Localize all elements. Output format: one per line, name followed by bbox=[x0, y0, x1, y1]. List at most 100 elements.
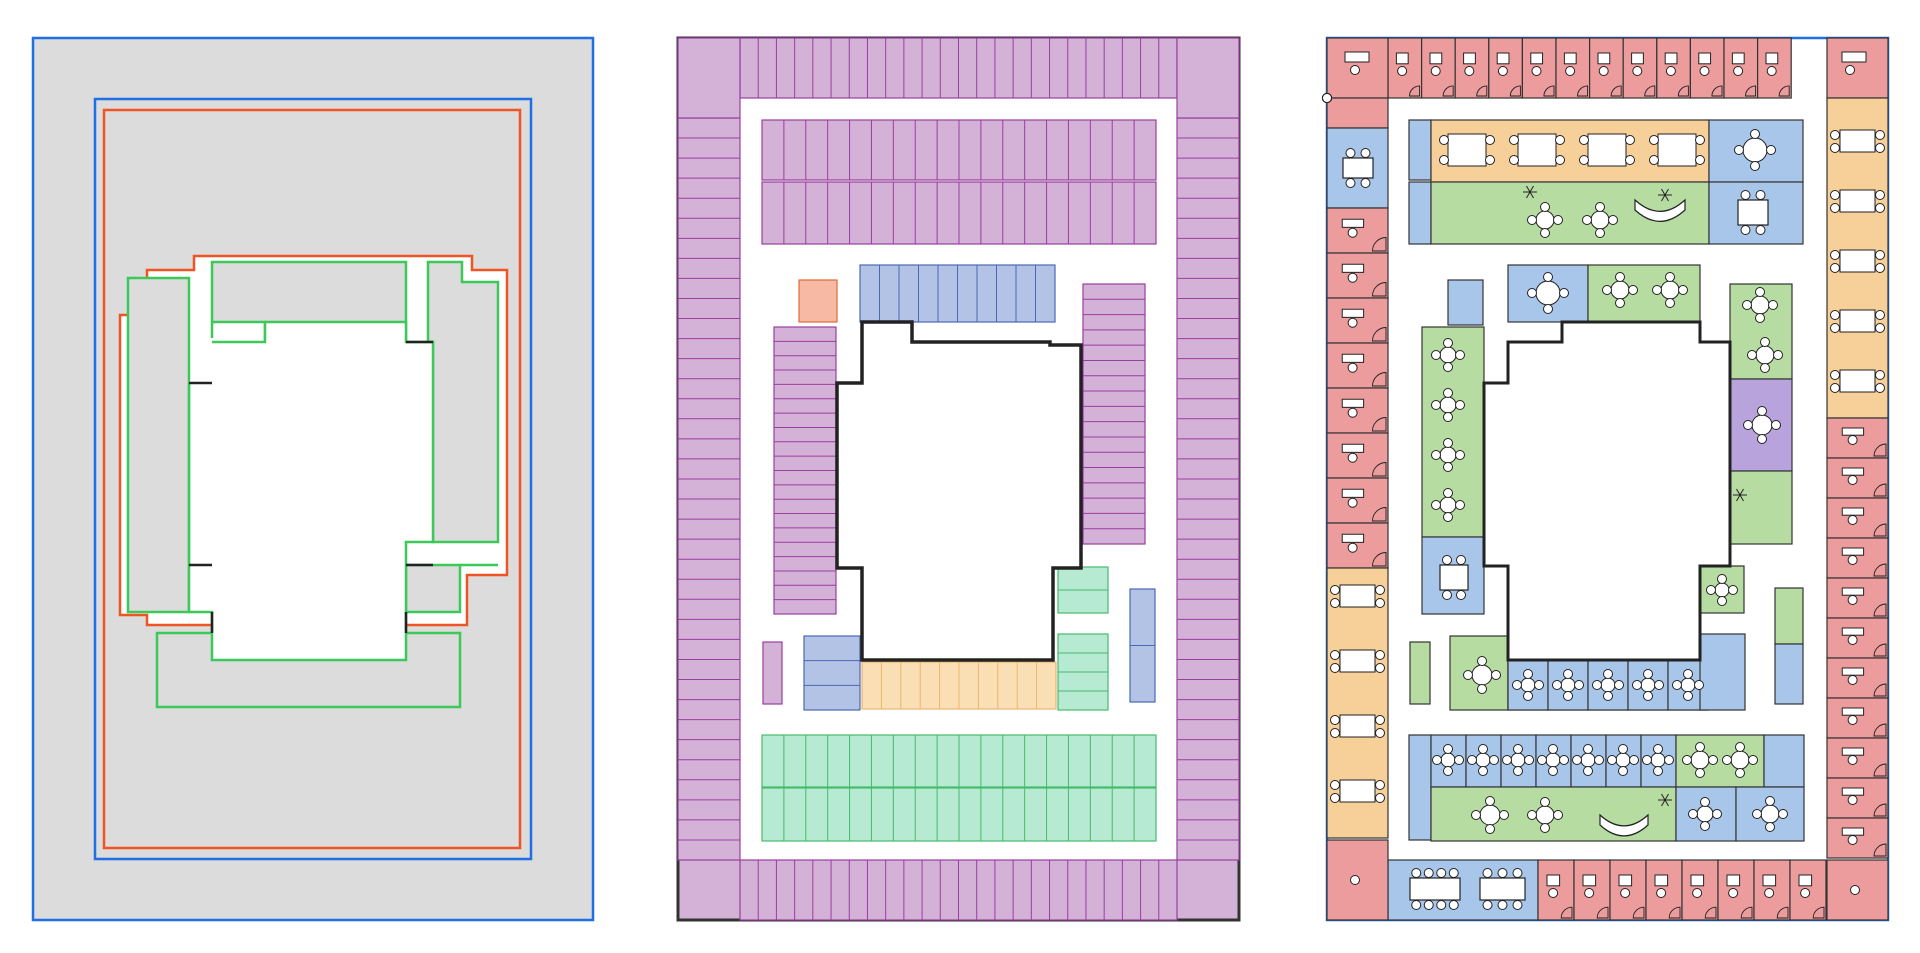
desk-chair-icon bbox=[1695, 135, 1705, 145]
desk-icon bbox=[1726, 874, 1741, 887]
door-swing-icon bbox=[1372, 507, 1387, 522]
desk-chair-icon bbox=[1555, 155, 1565, 165]
office-north bbox=[1723, 37, 1759, 99]
desk-chair-icon bbox=[1330, 793, 1340, 803]
door-arc bbox=[1873, 843, 1887, 857]
desk-chair-icon bbox=[1830, 263, 1840, 273]
desk-chair-icon bbox=[1653, 766, 1663, 776]
desk-chair-icon bbox=[1875, 310, 1885, 320]
narrow-lounge-west bbox=[1409, 641, 1431, 705]
desk-chair-icon bbox=[1757, 434, 1767, 444]
desk-icon bbox=[1765, 52, 1779, 65]
desk-chair-icon bbox=[1712, 809, 1722, 819]
desk-icon bbox=[1618, 874, 1633, 887]
door-swing-icon bbox=[1778, 85, 1790, 97]
desk-chair-icon bbox=[1540, 202, 1550, 212]
office-corner-ne bbox=[1826, 37, 1889, 99]
office-east bbox=[1826, 537, 1889, 579]
phone-room-east bbox=[1774, 643, 1804, 705]
desk-chair-icon bbox=[1330, 663, 1340, 673]
desk-icon bbox=[1690, 874, 1705, 887]
plant-icon bbox=[1733, 488, 1747, 502]
desk-chair-icon bbox=[1347, 362, 1358, 373]
desk-chair-icon bbox=[1485, 824, 1495, 834]
desk-chair-icon bbox=[1531, 66, 1542, 76]
desk-chair-icon bbox=[1830, 250, 1840, 260]
desk-chair-icon bbox=[1524, 755, 1534, 765]
desk-chair-icon bbox=[1540, 823, 1550, 833]
door-arc bbox=[1668, 906, 1681, 919]
desk-chair-icon bbox=[1717, 596, 1727, 606]
desk-chair-icon bbox=[1847, 595, 1858, 605]
door-arc bbox=[1677, 85, 1689, 97]
desk-chair-icon bbox=[1443, 512, 1453, 522]
desk-chair-icon bbox=[1688, 809, 1698, 819]
zone-southeast bbox=[404, 563, 462, 614]
desk-chair-icon bbox=[1375, 663, 1385, 673]
desk-icon bbox=[1839, 129, 1876, 153]
desk-chair-icon bbox=[1875, 323, 1885, 333]
desk-chair-icon bbox=[1375, 780, 1385, 790]
door-arc bbox=[1372, 282, 1387, 297]
desk-icon bbox=[1582, 874, 1597, 887]
desk-icon bbox=[1341, 308, 1365, 318]
desk-icon bbox=[1839, 369, 1876, 393]
round-table-icon bbox=[1520, 677, 1536, 693]
desk-chair-icon bbox=[1672, 680, 1682, 690]
door-swing-icon bbox=[1873, 843, 1887, 857]
phone-room-west bbox=[1447, 279, 1484, 326]
desk-chair-icon bbox=[1540, 797, 1550, 807]
desk-icon bbox=[1841, 667, 1865, 676]
office-east bbox=[1826, 457, 1889, 499]
door-arc bbox=[1873, 803, 1887, 817]
desk-chair-icon bbox=[1397, 66, 1408, 76]
desk-icon bbox=[1341, 398, 1365, 408]
door-arc bbox=[1704, 906, 1717, 919]
desk-icon bbox=[1841, 547, 1865, 556]
desk-chair-icon bbox=[1643, 669, 1653, 679]
desk-chair-icon bbox=[1722, 755, 1732, 765]
office-east bbox=[1826, 657, 1889, 699]
plant-leaf bbox=[1739, 494, 1744, 502]
desk-chair-icon bbox=[1443, 338, 1453, 348]
desk-chair-icon bbox=[1443, 766, 1453, 776]
door-arc bbox=[1372, 327, 1387, 342]
desk-icon bbox=[1429, 52, 1443, 65]
round-table-icon bbox=[1439, 446, 1457, 464]
zoning-cells bbox=[677, 37, 1240, 921]
office-west bbox=[1326, 297, 1389, 344]
desk-chair-icon bbox=[1752, 809, 1762, 819]
desk-chair-icon bbox=[1456, 555, 1466, 565]
desk-chair-icon bbox=[1555, 135, 1565, 145]
desk-chair-icon bbox=[1847, 435, 1858, 445]
door-swing-icon bbox=[1873, 723, 1887, 737]
desk-chair-icon bbox=[1443, 462, 1453, 472]
desk-chair-icon bbox=[1543, 304, 1553, 314]
desk-chair-icon bbox=[1717, 574, 1727, 584]
round-table-icon bbox=[1475, 752, 1491, 768]
desk-chair-icon bbox=[1322, 93, 1332, 103]
door-swing-icon bbox=[1873, 803, 1887, 817]
desk-chair-icon bbox=[1614, 680, 1624, 690]
desk-chair-icon bbox=[1455, 350, 1465, 360]
desk-icon bbox=[1339, 649, 1376, 673]
door-swing-icon bbox=[1442, 85, 1454, 97]
door-swing-icon bbox=[1644, 85, 1656, 97]
door-swing-icon bbox=[1873, 443, 1887, 457]
door-swing-icon bbox=[1776, 906, 1789, 919]
desk-chair-icon bbox=[1728, 888, 1739, 898]
desk-icon bbox=[1530, 52, 1544, 65]
desk-chair-icon bbox=[1439, 155, 1449, 165]
round-table-icon bbox=[1750, 295, 1770, 315]
office-east bbox=[1826, 697, 1889, 739]
door-arc bbox=[1873, 523, 1887, 537]
door-swing-icon bbox=[1812, 906, 1825, 919]
desk-chair-icon bbox=[1439, 135, 1449, 145]
sofa-icon bbox=[1599, 813, 1649, 837]
door-swing-icon bbox=[1543, 85, 1555, 97]
desk-chair-icon bbox=[1847, 755, 1858, 765]
desk-icon bbox=[1517, 133, 1557, 167]
desk-chair-icon bbox=[1764, 888, 1775, 898]
round-table-icon bbox=[1751, 414, 1773, 436]
desk-chair-icon bbox=[1513, 766, 1523, 776]
